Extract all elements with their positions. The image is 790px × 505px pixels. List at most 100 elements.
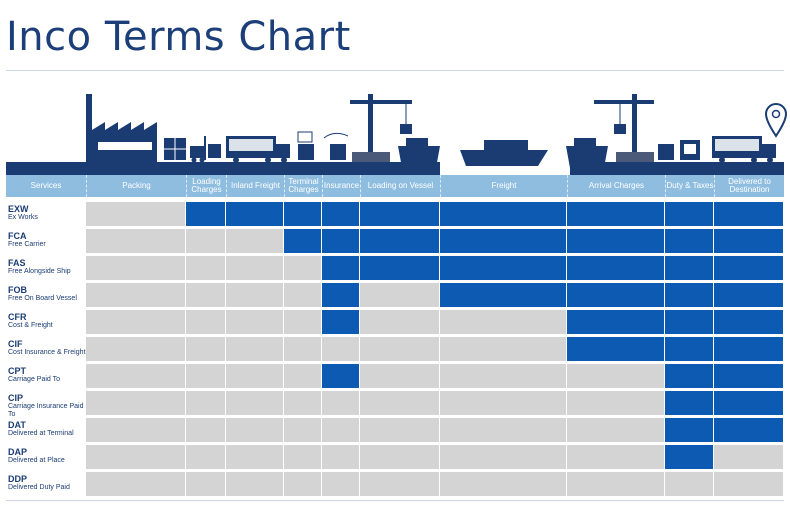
- delivery-truck-icon: [712, 136, 776, 163]
- responsible-cell: [714, 337, 783, 361]
- arrival-crane-icon: [594, 94, 674, 162]
- not-responsible-cell: [284, 445, 321, 469]
- not-responsible-cell: [226, 337, 283, 361]
- term-name: Free On Board Vessel: [8, 295, 77, 302]
- term-code: DDP: [8, 474, 28, 484]
- not-responsible-cell: [714, 472, 783, 496]
- responsible-cell: [322, 364, 359, 388]
- not-responsible-cell: [567, 445, 664, 469]
- responsible-cell: [322, 229, 359, 253]
- term-name: Ex Works: [8, 214, 38, 221]
- responsible-cell: [186, 202, 225, 226]
- not-responsible-cell: [186, 337, 225, 361]
- column-header: Insurance: [322, 175, 360, 197]
- truck-icon: [226, 136, 290, 163]
- term-code: FAS: [8, 258, 26, 268]
- term-code: CIP: [8, 393, 24, 403]
- responsible-cell: [440, 202, 566, 226]
- not-responsible-cell: [226, 256, 283, 280]
- page-title: Inco Terms Chart: [6, 14, 351, 60]
- responsible-cell: [322, 256, 359, 280]
- term-code: CFR: [8, 312, 27, 322]
- not-responsible-cell: [86, 418, 185, 442]
- not-responsible-cell: [284, 391, 321, 415]
- crane-icon: [350, 94, 412, 162]
- column-header: Terminal Charges: [284, 175, 322, 197]
- not-responsible-cell: [226, 283, 283, 307]
- responsible-cell: [567, 202, 664, 226]
- not-responsible-cell: [567, 391, 664, 415]
- term-name: Delivered Duty Paid: [8, 484, 70, 491]
- not-responsible-cell: [186, 310, 225, 334]
- term-code: CIF: [8, 339, 23, 349]
- not-responsible-cell: [226, 310, 283, 334]
- ship-icon: [398, 138, 440, 168]
- not-responsible-cell: [567, 418, 664, 442]
- not-responsible-cell: [86, 472, 185, 496]
- column-header: Packing: [86, 175, 186, 197]
- responsible-cell: [714, 283, 783, 307]
- not-responsible-cell: [86, 256, 185, 280]
- term-name: Delivered at Place: [8, 457, 65, 464]
- responsible-cell: [665, 256, 713, 280]
- responsible-cell: [665, 202, 713, 226]
- responsible-cell: [665, 445, 713, 469]
- not-responsible-cell: [186, 472, 225, 496]
- responsible-cell: [360, 256, 439, 280]
- not-responsible-cell: [440, 364, 566, 388]
- not-responsible-cell: [284, 364, 321, 388]
- term-name: Carriage Paid To: [8, 376, 61, 383]
- not-responsible-cell: [665, 472, 713, 496]
- customs-icon: [680, 140, 700, 160]
- not-responsible-cell: [440, 445, 566, 469]
- not-responsible-cell: [360, 364, 439, 388]
- not-responsible-cell: [226, 445, 283, 469]
- column-header: Services: [30, 181, 62, 190]
- responsible-cell: [714, 391, 783, 415]
- not-responsible-cell: [284, 310, 321, 334]
- not-responsible-cell: [226, 472, 283, 496]
- not-responsible-cell: [86, 364, 185, 388]
- not-responsible-cell: [86, 202, 185, 226]
- term-code: EXW: [8, 204, 29, 214]
- responsible-cell: [360, 229, 439, 253]
- responsible-cell: [440, 283, 566, 307]
- not-responsible-cell: [86, 310, 185, 334]
- responsible-cell: [665, 229, 713, 253]
- not-responsible-cell: [86, 337, 185, 361]
- not-responsible-cell: [226, 364, 283, 388]
- not-responsible-cell: [360, 391, 439, 415]
- not-responsible-cell: [322, 391, 359, 415]
- not-responsible-cell: [714, 445, 783, 469]
- responsible-cell: [322, 310, 359, 334]
- not-responsible-cell: [226, 229, 283, 253]
- responsible-cell: [360, 202, 439, 226]
- responsible-cell: [665, 337, 713, 361]
- responsible-cell: [284, 202, 321, 226]
- not-responsible-cell: [360, 445, 439, 469]
- title-divider: [6, 70, 784, 71]
- responsible-cell: [665, 391, 713, 415]
- cargo-ship-icon: [460, 140, 548, 166]
- not-responsible-cell: [186, 391, 225, 415]
- not-responsible-cell: [86, 445, 185, 469]
- not-responsible-cell: [440, 418, 566, 442]
- column-header: Inland Freight: [226, 175, 284, 197]
